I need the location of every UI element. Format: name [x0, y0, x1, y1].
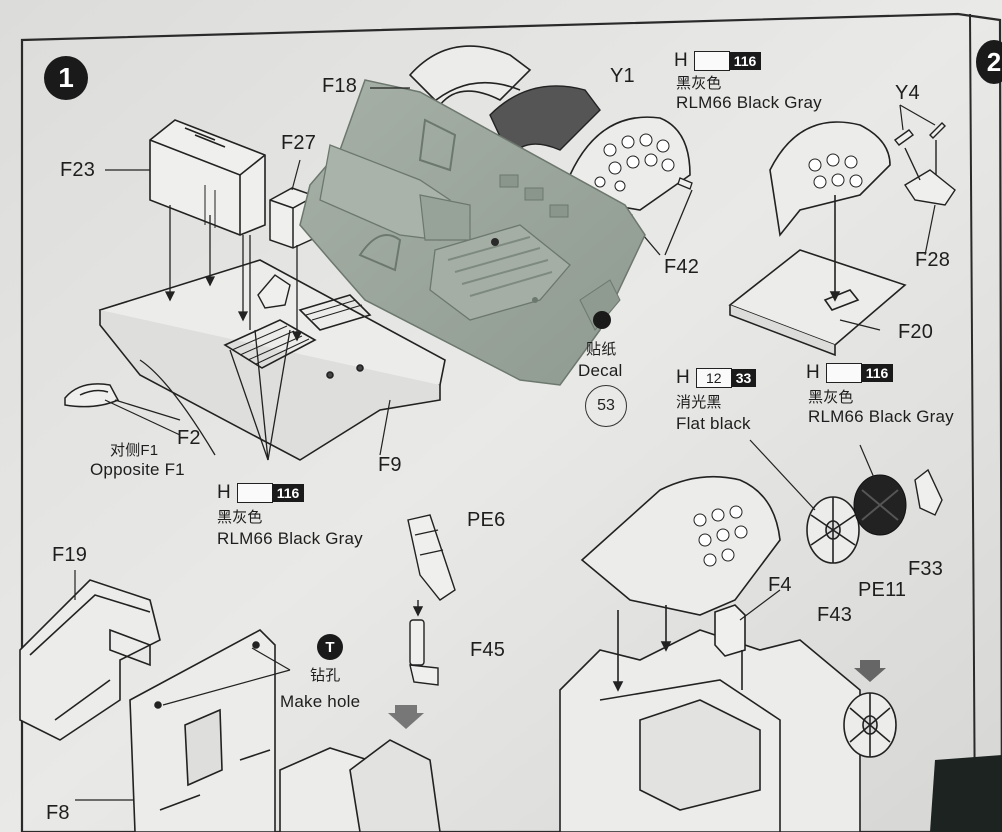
assembly-down-arrow-left	[388, 705, 424, 729]
part-f45	[409, 619, 439, 686]
paint-code-4	[236, 483, 273, 503]
label-f20: F20	[898, 321, 934, 343]
label-f33: F33	[908, 558, 944, 580]
assembly-arrows-left	[114, 205, 303, 461]
step-2-badge: 2	[976, 40, 1002, 84]
drill-cn: 钻孔	[310, 667, 341, 684]
label-f18: F18	[322, 75, 358, 97]
decal-marker	[593, 311, 611, 329]
paint-en-1: RLM66 Black Gray	[676, 93, 822, 112]
paint-code-3	[825, 363, 862, 383]
drill-badge-glyph: T	[325, 638, 335, 656]
part-f33	[914, 468, 943, 516]
label-pe11: PE11	[858, 579, 907, 601]
paint-code-1	[693, 51, 730, 71]
step-1-badge: 1	[44, 56, 88, 100]
leader-rlm66-right	[859, 444, 876, 481]
drill-badge: T	[317, 634, 343, 660]
part-seat-bottom	[279, 739, 441, 832]
paint-callout-4: H 116	[217, 482, 305, 504]
leader-lines	[74, 87, 936, 801]
drill-en: Make hole	[280, 692, 361, 711]
paint-code-2: 12	[695, 368, 732, 388]
label-f4: F4	[768, 574, 792, 596]
label-y4: Y4	[895, 82, 920, 104]
paint-code-dark-2: 33	[730, 369, 757, 387]
label-f8: F8	[46, 802, 70, 824]
part-wheel-bottom	[843, 692, 897, 758]
decal-cn: 贴纸	[586, 341, 617, 358]
paint-callout-2: H 12 33	[676, 367, 757, 389]
part-f20	[728, 195, 907, 357]
label-f9: F9	[378, 454, 402, 476]
leader-drill	[162, 669, 291, 706]
leader-flatblack	[749, 439, 816, 511]
paint-h-3: H	[806, 362, 820, 383]
paint-en-2: Flat black	[676, 414, 751, 433]
label-f43: F43	[817, 604, 853, 626]
part-f27	[269, 187, 316, 249]
paint-cn-3: 黑灰色	[808, 389, 854, 406]
part-f23-box	[149, 119, 266, 236]
part-small-bracket	[257, 274, 291, 309]
paint-en-3: RLM66 Black Gray	[808, 407, 954, 426]
paint-en-4: RLM66 Black Gray	[217, 529, 363, 548]
label-y1: Y1	[610, 65, 635, 87]
decal-number-circle: 53	[585, 385, 627, 427]
step-1-number: 1	[58, 62, 74, 93]
paint-h-1: H	[674, 50, 688, 71]
part-pe11-disc	[853, 474, 907, 536]
decal-en: Decal	[578, 361, 623, 380]
part-hood-right	[769, 121, 891, 237]
paint-h-4: H	[217, 482, 231, 503]
part-f43-wheel	[806, 496, 860, 564]
label-f42: F42	[664, 256, 700, 278]
assembly-bottom-right	[559, 475, 861, 832]
label-f23: F23	[60, 159, 96, 181]
paint-code-dark-4: 116	[271, 484, 305, 502]
step2-frame-edge	[969, 13, 976, 832]
assembly-down-arrow-right	[854, 660, 886, 682]
label-f19: F19	[52, 544, 88, 566]
label-pe6: PE6	[467, 509, 506, 531]
opposite-cn: 对侧F1	[110, 442, 159, 459]
decal-number: 53	[597, 397, 615, 414]
part-y1-dash	[569, 116, 691, 211]
part-f8	[129, 629, 276, 832]
label-f45: F45	[470, 639, 506, 661]
opposite-en: Opposite F1	[90, 460, 185, 479]
part-pe6	[407, 514, 456, 617]
part-f19	[19, 579, 161, 741]
paint-cn-1: 黑灰色	[676, 75, 722, 92]
part-f2	[64, 383, 120, 408]
label-f28: F28	[915, 249, 951, 271]
paint-cn-4: 黑灰色	[217, 509, 263, 526]
paint-callout-1: H 116	[674, 50, 762, 72]
paint-h-2: H	[676, 367, 690, 388]
part-instrument-hood-top	[408, 45, 532, 107]
paint-code-dark-1: 116	[728, 52, 762, 70]
paint-code-dark-3: 116	[860, 364, 894, 382]
step-2-number: 2	[986, 46, 1002, 77]
part-f28-y4	[893, 122, 956, 206]
resin-cockpit-part	[299, 79, 646, 386]
part-f9-floor	[98, 259, 446, 461]
label-f27: F27	[281, 132, 317, 154]
leader-drill-2	[251, 647, 291, 671]
paint-cn-2: 消光黑	[676, 394, 722, 411]
paint-callout-3: H 116	[806, 362, 894, 384]
label-f2: F2	[177, 427, 201, 449]
dark-object-corner	[930, 755, 1002, 832]
